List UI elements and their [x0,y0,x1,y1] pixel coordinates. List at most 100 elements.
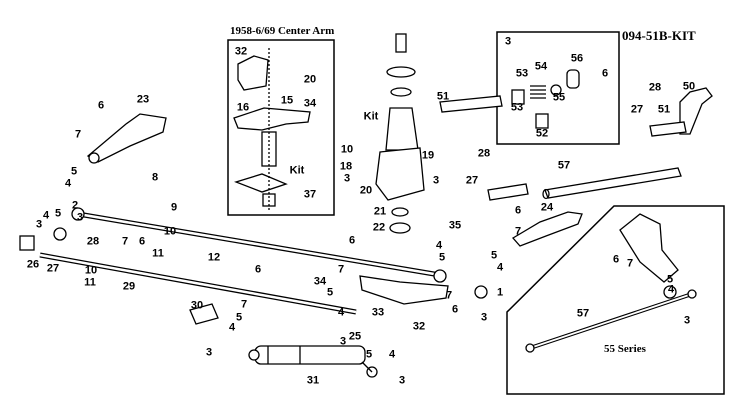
callout-4-bottom: 4 [388,348,396,361]
idler-assembly-19-20 [375,33,425,234]
callout-56: 56 [570,52,584,65]
callout-25: 25 [348,330,362,343]
callout-6-right-lower: 6 [451,303,459,316]
callout-32: 32 [234,45,248,58]
callout-3-series: 3 [683,314,691,327]
center-link [359,275,449,305]
tie-rod-29 [39,252,357,315]
callout-5-center: 5 [326,286,334,299]
callout-28-right: 28 [648,81,662,94]
callout-6-kit: 6 [601,67,609,80]
bolt-51-right [649,121,687,137]
callout-5-bottom: 5 [365,348,373,361]
callout-7-top-left: 7 [74,128,82,141]
callout-20-center: 20 [359,184,373,197]
kit-title: 094-51B-KIT [622,28,696,43]
callout-35: 35 [448,219,462,232]
callout-34-upper: 34 [303,97,317,110]
series-rod-end-left [525,343,535,353]
callout-52: 52 [535,127,549,140]
callout-55: 55 [552,91,566,104]
center-arm-inset-frame [227,39,335,216]
callout-22: 22 [372,221,386,234]
callout-57-series: 57 [576,307,590,320]
callout-28-left: 28 [86,235,100,248]
callout-34-center: 34 [313,275,327,288]
callout-3-right-lower: 3 [480,311,488,324]
callout-8: 8 [151,171,159,184]
callout-26: 26 [26,258,40,271]
callout-33: 33 [371,306,385,319]
callout-4-right-mid: 4 [435,239,443,252]
callout-50: 50 [682,80,696,93]
callout-7-series: 7 [626,257,634,270]
rod-57 [542,167,682,200]
callout-10-center: 10 [340,143,354,156]
callout-2: 2 [71,199,79,212]
steering-damper-31 [248,345,378,378]
callout-57-top: 57 [557,159,571,172]
callout-3-bottom-left: 3 [205,346,213,359]
callout-6-right: 6 [514,204,522,217]
callout-4-right: 4 [496,261,504,274]
center-arm-title: 1958-6/69 Center Arm [230,25,335,37]
callout-5-series: 5 [666,273,674,286]
callout-28-center: 28 [477,147,491,160]
callout-11-lower: 11 [84,276,96,289]
pitman-arm-23 [86,113,167,163]
callout-3-center-lower: 3 [339,335,347,348]
bracket-30 [189,303,219,325]
callout-3-kit: 3 [504,35,512,48]
callout-20-upper: 20 [303,73,317,86]
callout-3-center: 3 [343,172,351,185]
callout-51-right: 51 [657,103,671,116]
callout-4-lower: 4 [228,321,236,334]
series-rod-end-right [687,289,697,299]
callout-23: 23 [136,93,150,106]
callout-5-left: 5 [70,165,78,178]
kit-inset-frame [496,31,620,145]
clamp-26 [19,235,35,251]
callout-27-left: 27 [46,262,60,275]
callout-16: 16 [236,101,250,114]
center-arm-illustration [233,48,311,210]
callout-7-lower: 7 [240,298,248,311]
callout-7-center: 7 [337,263,345,276]
callout-19: 19 [421,149,435,162]
callout-10-left: 10 [163,225,177,238]
callout-6-center: 6 [348,234,356,247]
tie-rod-end-left [71,207,85,221]
callout-32-lower: 32 [412,320,426,333]
callout-5-lower: 5 [235,311,243,324]
callout-4-center: 4 [337,306,345,319]
bolt-51 [439,95,503,113]
callout-12: 12 [207,251,221,264]
kit-components [511,69,580,129]
callout-7-right: 7 [514,225,522,238]
series-idler-bracket [619,213,679,283]
callout-27-right: 27 [630,103,644,116]
callout-6-mid: 6 [254,263,262,276]
callout-51-center: 51 [436,90,450,103]
callout-18: 18 [339,160,353,173]
tie-rod-end-right [474,285,488,299]
callout-1: 1 [496,286,504,299]
callout-21: 21 [373,205,387,218]
callout-9: 9 [170,201,178,214]
callout-6-top-left: 6 [97,99,105,112]
callout-15: 15 [280,94,294,107]
callout-3-center-right: 3 [432,174,440,187]
callout-3-far-left: 3 [35,218,43,231]
tie-rod-12 [77,211,441,278]
callout-53-lower: 53 [510,101,524,114]
callout-31: 31 [306,374,320,387]
callout-3-left: 3 [76,211,84,224]
callout-4-left: 4 [64,177,72,190]
callout-4-series: 4 [667,283,675,296]
callout-7-left-mid: 7 [121,235,129,248]
callout-27-center: 27 [465,174,479,187]
callout-5-right-mid: 5 [438,251,446,264]
idler-bracket-50 [679,87,713,135]
